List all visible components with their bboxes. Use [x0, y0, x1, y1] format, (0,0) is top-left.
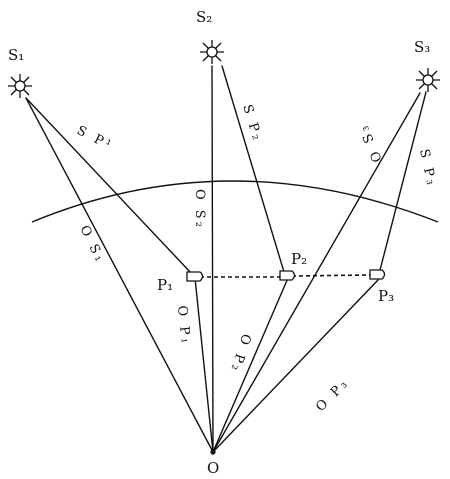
label-op3: O P₃ [313, 375, 352, 414]
satellite-s2-label: S₂ [196, 8, 212, 26]
baseline-p2-p3 [291, 274, 373, 277]
label-sp1: S P¹ [74, 123, 116, 154]
satellite-s1-label: S₁ [8, 46, 24, 64]
point-p2 [279, 270, 296, 281]
line-sp2 [221, 65, 285, 273]
line-os2 [211, 65, 214, 453]
sun-icon [8, 74, 32, 98]
point-p3 [369, 269, 386, 280]
receiver-icon [186, 271, 204, 282]
point-p1-label: P₁ [157, 276, 173, 294]
sun-icon [200, 40, 224, 64]
earth-surface-arc [31, 180, 439, 223]
receiver-icon [279, 270, 296, 281]
satellite-s3-label: S₃ [414, 38, 430, 56]
point-p2-label: P₂ [291, 250, 307, 268]
label-os2: O S₂ [192, 189, 207, 230]
satellite-s1 [8, 74, 32, 98]
point-p1 [186, 271, 204, 282]
line-os1 [25, 97, 214, 453]
label-op1: O P₁ [174, 305, 193, 347]
sun-icon [416, 68, 440, 92]
label-sp3: S P₃ [416, 148, 439, 189]
line-os3 [212, 92, 421, 453]
line-sp1 [25, 97, 193, 275]
origin-label: O [207, 459, 219, 477]
origin-dot [210, 449, 216, 455]
satellite-s2 [200, 40, 224, 64]
line-sp3 [378, 91, 427, 275]
line-op2 [212, 277, 289, 453]
receiver-icon [369, 269, 386, 280]
point-p3-label: P₃ [378, 287, 394, 305]
label-os3: O S₃ [356, 121, 386, 165]
line-op1 [194, 277, 214, 453]
satellite-s3 [416, 68, 440, 92]
line-op3 [212, 279, 379, 453]
